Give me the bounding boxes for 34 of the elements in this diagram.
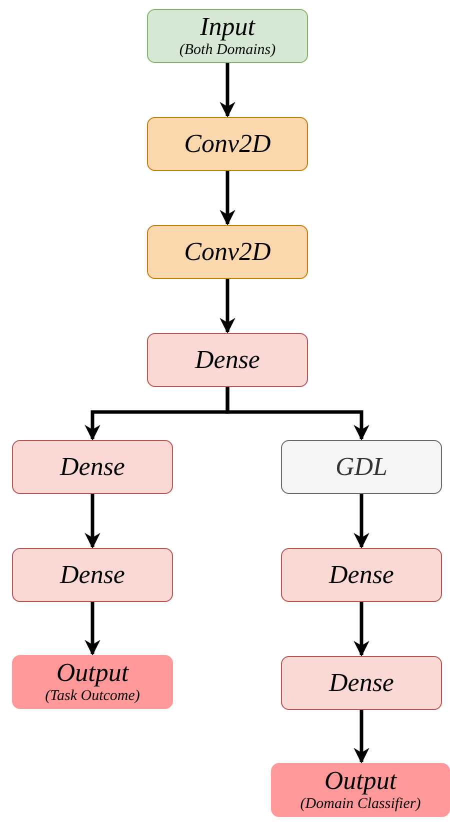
layer-name: GDL bbox=[335, 454, 388, 480]
arrow bbox=[220, 171, 236, 226]
layer-name: Conv2D bbox=[184, 239, 271, 265]
arrow bbox=[354, 602, 370, 657]
conv-layer-box bbox=[147, 117, 308, 171]
layer-note: (Domain Classifier) bbox=[300, 795, 421, 813]
layer-name: Dense bbox=[60, 454, 125, 480]
dense-layer-box bbox=[281, 656, 442, 710]
dense-layer-box bbox=[147, 333, 308, 387]
layer-name: Dense bbox=[195, 347, 260, 373]
layer-name: Conv2D bbox=[184, 131, 271, 157]
output-box bbox=[271, 763, 450, 817]
arrow bbox=[354, 710, 370, 764]
dense-layer-box bbox=[281, 548, 442, 602]
layer-name: Output bbox=[324, 767, 397, 795]
output-box bbox=[12, 655, 173, 709]
layer-name: Dense bbox=[329, 670, 394, 696]
gdl-layer-box bbox=[281, 440, 442, 494]
arrow bbox=[354, 494, 370, 549]
input-box bbox=[147, 9, 308, 63]
conv-layer-box bbox=[147, 225, 308, 279]
layer-note: (Both Domains) bbox=[179, 41, 276, 59]
arrow bbox=[226, 387, 370, 441]
dense-layer-box bbox=[12, 548, 173, 602]
layer-name: Dense bbox=[60, 562, 125, 588]
layer-name: Dense bbox=[329, 562, 394, 588]
arrow bbox=[84, 602, 100, 656]
layer-note: (Task Outcome) bbox=[45, 687, 140, 705]
arrow bbox=[84, 494, 100, 549]
dense-layer-box bbox=[12, 440, 173, 494]
layer-name: Output bbox=[56, 659, 129, 687]
layer-name: Input bbox=[200, 13, 255, 41]
arrow bbox=[220, 279, 236, 334]
arrow bbox=[220, 63, 236, 118]
